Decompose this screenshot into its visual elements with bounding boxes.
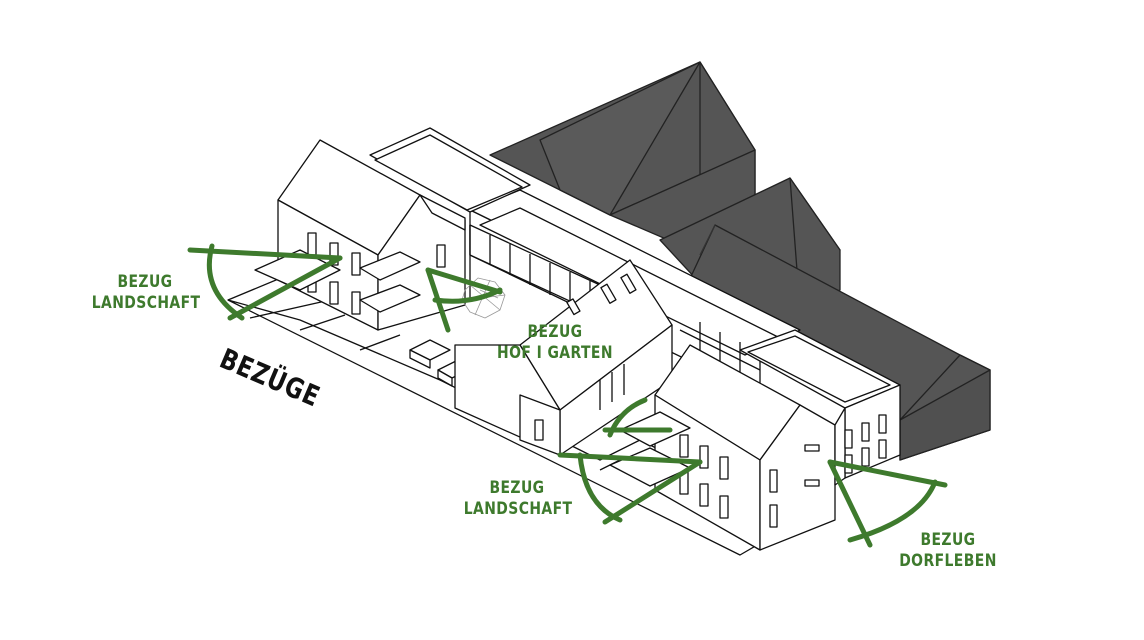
view-marker-landschaft-left <box>187 243 343 321</box>
label-bezug-landschaft-bottom: BEZUG LANDSCHAFT <box>463 478 573 520</box>
label-line-2: LANDSCHAFT <box>463 499 573 519</box>
label-line-1: BEZUG <box>489 478 545 498</box>
view-marker-dorfleben <box>827 459 948 548</box>
flat-roof-block-rear <box>369 127 531 213</box>
label-line-1: BEZUG <box>527 322 583 342</box>
label-line-2: LANDSCHAFT <box>91 293 201 313</box>
label-line-2: HOF I GARTEN <box>497 343 613 363</box>
central-gable-house <box>454 259 673 456</box>
right-house-windows <box>679 434 820 528</box>
label-line-1: BEZUG <box>920 530 976 550</box>
label-bezug-hof-garten: BEZUG HOF I GARTEN <box>494 322 617 364</box>
label-line-1: BEZUG <box>117 272 173 292</box>
neighbour-building-right <box>679 224 991 461</box>
view-marker-landschaft-bottom <box>557 452 703 525</box>
view-marker-hof-garten <box>425 267 503 333</box>
label-bezug-dorfleben: BEZUG DORFLEBEN <box>899 530 997 572</box>
view-marker-landschaft-small <box>602 397 673 438</box>
label-bezug-landschaft-left: BEZUG LANDSCHAFT <box>91 272 201 314</box>
label-line-2: DORFLEBEN <box>899 551 997 571</box>
